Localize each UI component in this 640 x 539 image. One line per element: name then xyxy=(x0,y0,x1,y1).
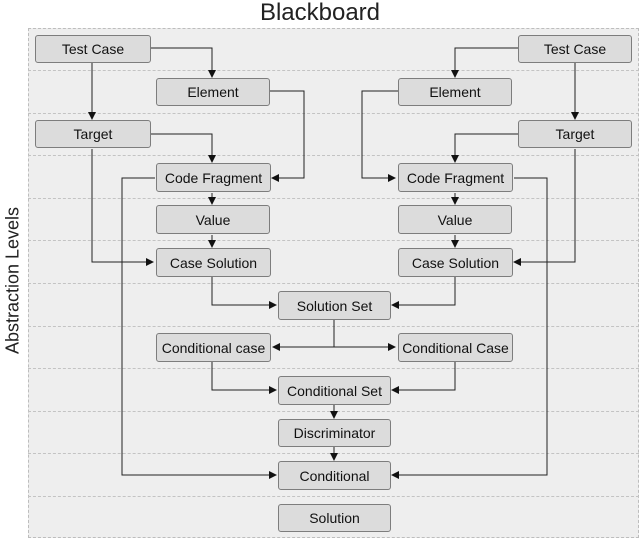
element-node-right: Element xyxy=(398,78,512,106)
code-fragment-node-left: Code Fragment xyxy=(156,163,271,192)
code-fragment-node-right: Code Fragment xyxy=(398,163,513,192)
conditional-set-node: Conditional Set xyxy=(278,376,391,405)
diagram-title: Blackboard xyxy=(259,0,381,26)
arrow-target-codefragment-right xyxy=(451,133,518,163)
arrow-testcase-element-left xyxy=(151,47,216,78)
level-divider xyxy=(28,496,639,497)
arrow-codefragment-conditional-left xyxy=(121,177,277,479)
arrow-target-casesolution-right xyxy=(513,149,576,266)
arrow-codefragment-conditional-right xyxy=(391,177,548,479)
arrow-target-casesolution-left xyxy=(91,149,154,266)
arrow-element-codefragment-right xyxy=(361,90,398,182)
arrow-target-codefragment-left xyxy=(151,133,216,163)
solution-set-node: Solution Set xyxy=(278,291,391,320)
arrow-conditionalcase-conditionalset-right xyxy=(391,362,456,394)
level-divider xyxy=(28,198,639,199)
test-case-node-left: Test Case xyxy=(35,35,151,63)
discriminator-node: Discriminator xyxy=(278,419,391,447)
arrow-conditionalcase-conditionalset-left xyxy=(211,362,277,394)
arrow-casesolution-solutionset-left xyxy=(211,277,277,309)
conditional-case-node-left: Conditional case xyxy=(156,333,271,362)
level-divider xyxy=(28,113,639,114)
level-divider xyxy=(28,368,639,369)
value-node-right: Value xyxy=(398,205,512,234)
arrow-casesolution-solutionset-right xyxy=(391,277,456,309)
conditional-case-node-right: Conditional Case xyxy=(398,333,513,362)
element-node-left: Element xyxy=(156,78,270,106)
target-node-left: Target xyxy=(35,120,151,148)
level-divider xyxy=(28,283,639,284)
value-node-left: Value xyxy=(156,205,270,234)
arrow-testcase-element-right xyxy=(451,47,518,78)
level-divider xyxy=(28,240,639,241)
target-node-right: Target xyxy=(518,120,632,148)
conditional-node: Conditional xyxy=(278,461,391,490)
case-solution-node-right: Case Solution xyxy=(398,248,513,277)
level-divider xyxy=(28,155,639,156)
arrow-solutionset-branch-left xyxy=(272,320,335,351)
solution-node: Solution xyxy=(278,504,391,532)
case-solution-node-left: Case Solution xyxy=(156,248,271,277)
level-divider xyxy=(28,70,639,71)
test-case-node-right: Test Case xyxy=(518,35,632,63)
arrow-element-codefragment-left xyxy=(270,90,305,182)
